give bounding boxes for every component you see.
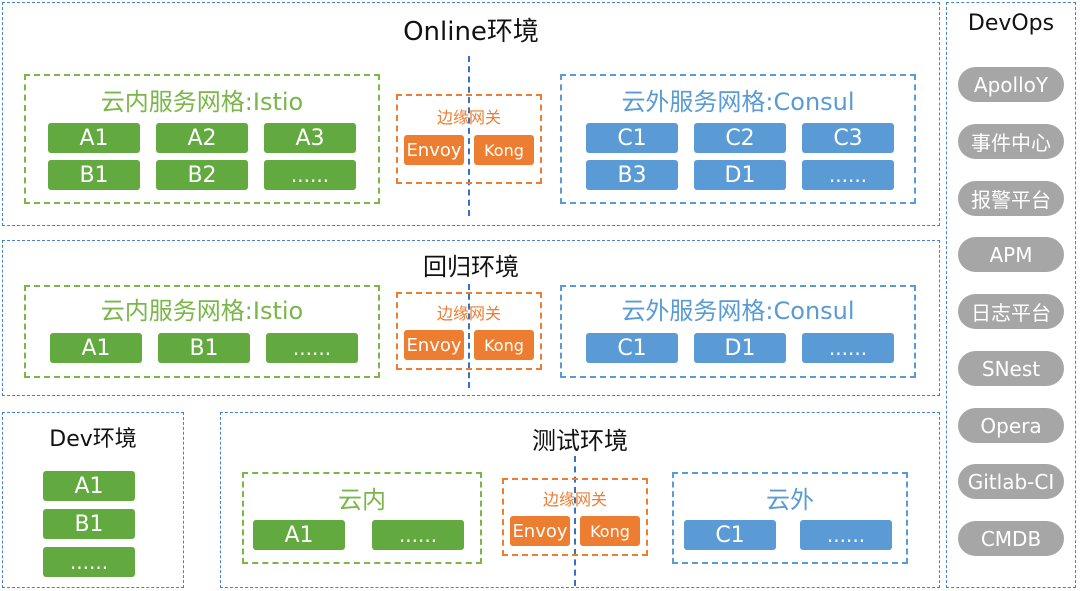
devops-item: APM	[958, 237, 1064, 272]
regression-divider-line	[468, 284, 470, 388]
regression-outer-mesh-title: 云外服务网格:Consul	[621, 297, 855, 325]
devops-item: Gitlab-CI	[958, 464, 1064, 499]
test-edge-gateway: 边缘网关	[502, 478, 648, 556]
dev-chip: A1	[43, 471, 135, 501]
regression-env-title: 回归环境	[423, 253, 519, 281]
test-inner-zone: 云内	[242, 472, 482, 564]
online-outer-chip: D1	[694, 160, 786, 190]
online-outer-mesh-title: 云外服务网格:Consul	[621, 88, 855, 116]
test-outer-zone-title: 云外	[766, 486, 814, 514]
online-outer-chip: C3	[802, 123, 894, 153]
devops-item: ApolloY	[958, 67, 1064, 102]
devops-item: CMDB	[958, 521, 1064, 556]
regression-outer-chip: D1	[694, 333, 786, 363]
dev-env-title: Dev环境	[49, 427, 137, 452]
test-env-frame: 测试环境	[220, 412, 940, 588]
online-edge-chip: Kong	[474, 135, 534, 165]
online-outer-chip: C1	[586, 123, 678, 153]
online-inner-chip: A3	[264, 123, 356, 153]
regression-inner-chip: B1	[158, 333, 250, 363]
online-edge-gateway-title: 边缘网关	[436, 108, 501, 127]
regression-edge-gateway: 边缘网关	[396, 292, 542, 370]
test-divider-line	[574, 456, 576, 586]
test-outer-zone: 云外	[672, 472, 908, 564]
dev-env-frame: Dev环境	[2, 412, 184, 588]
test-outer-chip: ......	[800, 520, 892, 550]
regression-inner-chip: ......	[266, 333, 358, 363]
test-outer-chip: C1	[684, 520, 776, 550]
online-outer-chip: ......	[802, 160, 894, 190]
online-env-title: Online环境	[403, 17, 539, 47]
online-outer-chip: C2	[694, 123, 786, 153]
dev-chip: B1	[43, 509, 135, 539]
devops-item: SNest	[958, 351, 1064, 386]
devops-frame: DevOps	[946, 2, 1076, 588]
regression-outer-mesh: 云外服务网格:Consul	[560, 285, 916, 378]
online-inner-chip: A1	[48, 123, 140, 153]
online-inner-chip: B1	[48, 160, 140, 190]
online-outer-mesh: 云外服务网格:Consul	[560, 74, 916, 204]
regression-outer-chip: ......	[802, 333, 894, 363]
regression-inner-mesh-title: 云内服务网格:Istio	[100, 297, 304, 325]
test-edge-chip: Kong	[580, 516, 640, 546]
test-inner-chip: ......	[372, 520, 464, 550]
regression-inner-mesh: 云内服务网格:Istio	[24, 285, 380, 378]
devops-item: Opera	[958, 408, 1064, 443]
online-inner-mesh: 云内服务网格:Istio	[24, 74, 380, 204]
devops-item: 日志平台	[958, 294, 1064, 329]
online-edge-chip: Envoy	[404, 135, 464, 165]
devops-item: 报警平台	[958, 181, 1064, 216]
test-inner-chip: A1	[253, 520, 345, 550]
test-inner-zone-title: 云内	[338, 486, 386, 514]
online-inner-chip: A2	[156, 123, 248, 153]
online-divider-line	[468, 56, 470, 216]
online-inner-chip: ......	[264, 160, 356, 190]
online-inner-chip: B2	[156, 160, 248, 190]
online-outer-chip: B3	[586, 160, 678, 190]
online-inner-mesh-title: 云内服务网格:Istio	[100, 88, 304, 116]
devops-title: DevOps	[967, 11, 1055, 36]
regression-edge-chip: Envoy	[404, 330, 464, 360]
dev-chip: ......	[43, 547, 135, 577]
devops-item: 事件中心	[958, 124, 1064, 159]
regression-inner-chip: A1	[50, 333, 142, 363]
test-edge-chip: Envoy	[510, 516, 570, 546]
regression-outer-chip: C1	[586, 333, 678, 363]
test-env-title: 测试环境	[532, 427, 628, 455]
online-edge-gateway: 边缘网关	[396, 94, 542, 184]
regression-env-frame: 回归环境	[2, 240, 940, 396]
regression-edge-chip: Kong	[474, 330, 534, 360]
test-edge-gateway-title: 边缘网关	[542, 490, 607, 509]
online-env-frame: Online环境	[2, 2, 940, 226]
regression-edge-gateway-title: 边缘网关	[436, 304, 501, 323]
